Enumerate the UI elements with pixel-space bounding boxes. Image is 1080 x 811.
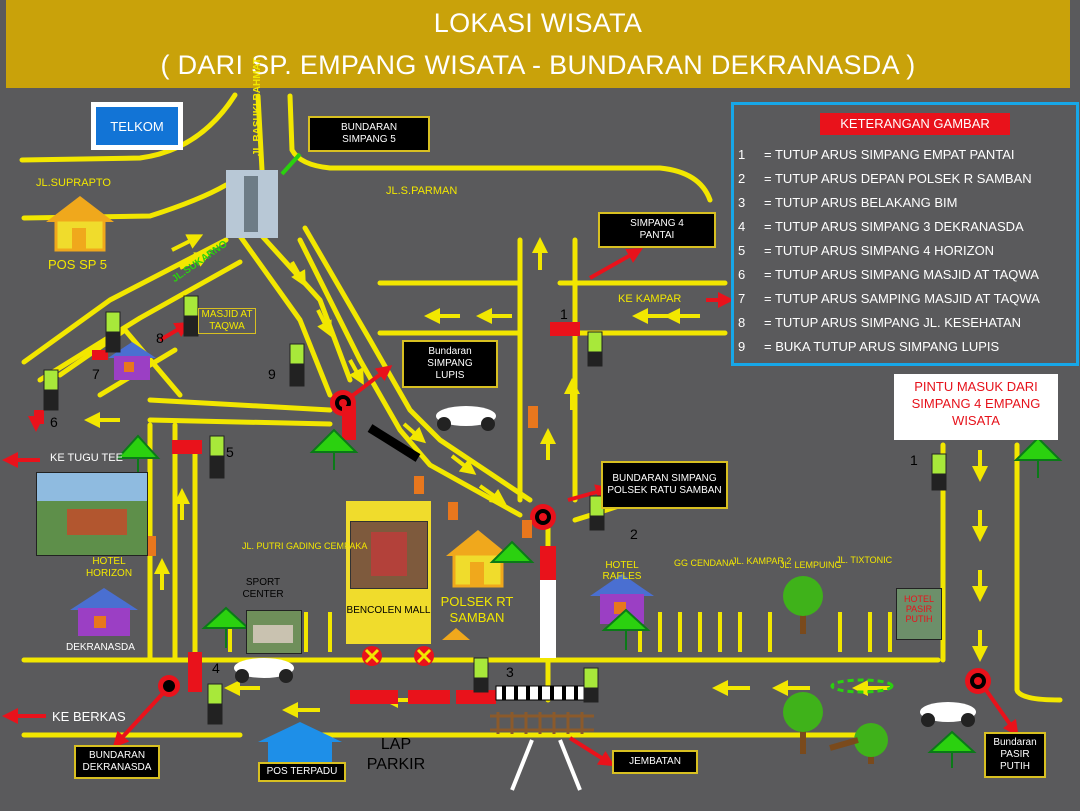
median-white [540,580,556,658]
legend-item: 2= TUTUP ARUS DEPAN POLSEK R SAMBAN [738,171,1032,186]
box-bundaran-pasir-putih: Bundaran PASIR PUTIH [984,732,1046,778]
tree-icons [783,576,888,764]
box-bundaran-polsek: BUNDARAN SIMPANG POLSEK RATU SAMBAN [601,461,728,509]
red-arrows [2,248,1019,767]
legend-item: 9= BUKA TUTUP ARUS SIMPANG LUPIS [738,339,1000,354]
barrier [367,424,421,462]
map-number-4: 4 [212,660,220,676]
map-title: LOKASI WISATA [433,8,643,38]
box-bundaran-simpang5: BUNDARAN SIMPANG 5 [308,116,430,152]
street-cendana: GG CENDANA [674,558,735,568]
roundabout-markers [158,390,991,697]
map-subtitle: ( DARI SP. EMPANG WISATA - BUNDARAN DEKR… [160,50,916,80]
direction-arrows [84,234,988,718]
house-masjid-icon [108,342,156,380]
roadblocks [34,322,580,704]
street-kampar: JL. KAMPAR 2 [732,556,792,566]
monument-icon [226,170,278,238]
map-number-5: 5 [226,444,234,460]
label-masjid: MASJID AT TAQWA [198,308,256,334]
legend-item: 3= TUTUP ARUS BELAKANG BIM [738,195,958,210]
box-pos-terpadu: POS TERPADU [258,762,346,782]
label-ke-berkas: KE BERKAS [52,709,126,724]
police-figures [43,295,947,725]
bencolen-mall-photo [350,521,428,589]
motorbike-icons [234,406,976,727]
street-basuki: JL.BASUKI RAHMAT [252,57,263,156]
box-bundaran-lupis: Bundaran SIMPANG LUPIS [402,340,498,388]
street-sparman: JL.S.PARMAN [386,185,458,197]
title-band: LOKASI WISATA ( DARI SP. EMPANG WISATA -… [6,0,1070,88]
label-lap-parkir: LAP PARKIR [366,736,426,773]
road-ticks [228,612,892,652]
legend-item: 5= TUTUP ARUS SIMPANG 4 HORIZON [738,243,995,258]
small-house-icon [442,628,470,640]
map-number-9: 9 [268,366,276,382]
label-dekranasda: DEKRANASDA [66,642,135,653]
legend-item: 6= TUTUP ARUS SIMPANG MASJID AT TAQWA [738,267,1039,282]
sport-center-photo [246,610,302,654]
label-hotel-rafles: HOTEL RAFLES [602,560,642,582]
legend-item: 4= TUTUP ARUS SIMPANG 3 DEKRANASDA [738,219,1024,234]
map-number-8: 8 [156,330,164,346]
legend-panel: KETERANGAN GAMBAR 1= TUTUP ARUS SIMPANG … [731,102,1079,366]
pintu-masuk-sign: PINTU MASUK DARI SIMPANG 4 EMPANG WISATA [894,374,1058,440]
legend-header: KETERANGAN GAMBAR [820,113,1010,135]
street-putri-gading: JL. PUTRI GADING CEMPAKA [242,541,368,551]
label-hotel-pasir-putih: HOTEL PASIR PUTIH [903,594,934,624]
railway [490,712,594,734]
green-ellipse [830,678,894,694]
box-simpang4-pantai: SIMPANG 4 PANTAI [598,212,716,248]
house-dekranasda-icon [70,588,138,636]
tent-icons [115,428,1063,768]
map-number-1: 1 [560,306,568,322]
cross-markers [362,646,434,666]
green-arrow [280,152,302,176]
bridge-lines [510,739,582,791]
house-pos-sp5-icon [46,196,114,252]
map-number-1-right: 1 [910,452,918,468]
hotel-pasir-putih-photo [896,588,942,640]
legend-item: 7= TUTUP ARUS SAMPING MASJID AT TAQWA [738,291,1040,306]
bencolen-mall-block: BENCOLEN MALL [346,501,431,644]
box-bundaran-dekranasda: BUNDARAN DEKRANASDA [74,745,160,779]
box-jembatan: JEMBATAN [612,750,698,774]
label-sport-center: SPORT CENTER [242,577,284,600]
hotel-horizon-photo [36,472,148,556]
label-ke-kampar: KE KAMPAR [618,293,682,305]
bencolen-mall-label: BENCOLEN MALL [346,605,431,616]
label-hotel-horizon: HOTEL HORIZON [85,556,133,579]
telkom-sign: TELKOM [91,102,183,150]
map-number-6: 6 [50,414,58,430]
street-suprapto: JL.SUPRAPTO [36,177,111,189]
map-number-7: 7 [92,366,100,382]
telkom-label: TELKOM [96,107,178,145]
legend-item: 1= TUTUP ARUS SIMPANG EMPAT PANTAI [738,147,1015,162]
street-lempuing: JL. LEMPUING [780,560,842,570]
street-tixtonic: JL. TIXTONIC [836,555,893,565]
label-ke-tugu-thee: KE TUGU TEE [50,452,123,464]
label-pos-sp5: POS SP 5 [48,257,108,272]
house-polsek-icon [446,530,510,588]
legend-item: 8= TUTUP ARUS SIMPANG JL. KESEHATAN [738,315,1022,330]
pos-terpadu-icon [258,722,342,762]
label-polsek: POLSEK RT SAMBAN [440,594,514,625]
map-number-3: 3 [506,664,514,680]
map-number-2: 2 [630,526,638,542]
